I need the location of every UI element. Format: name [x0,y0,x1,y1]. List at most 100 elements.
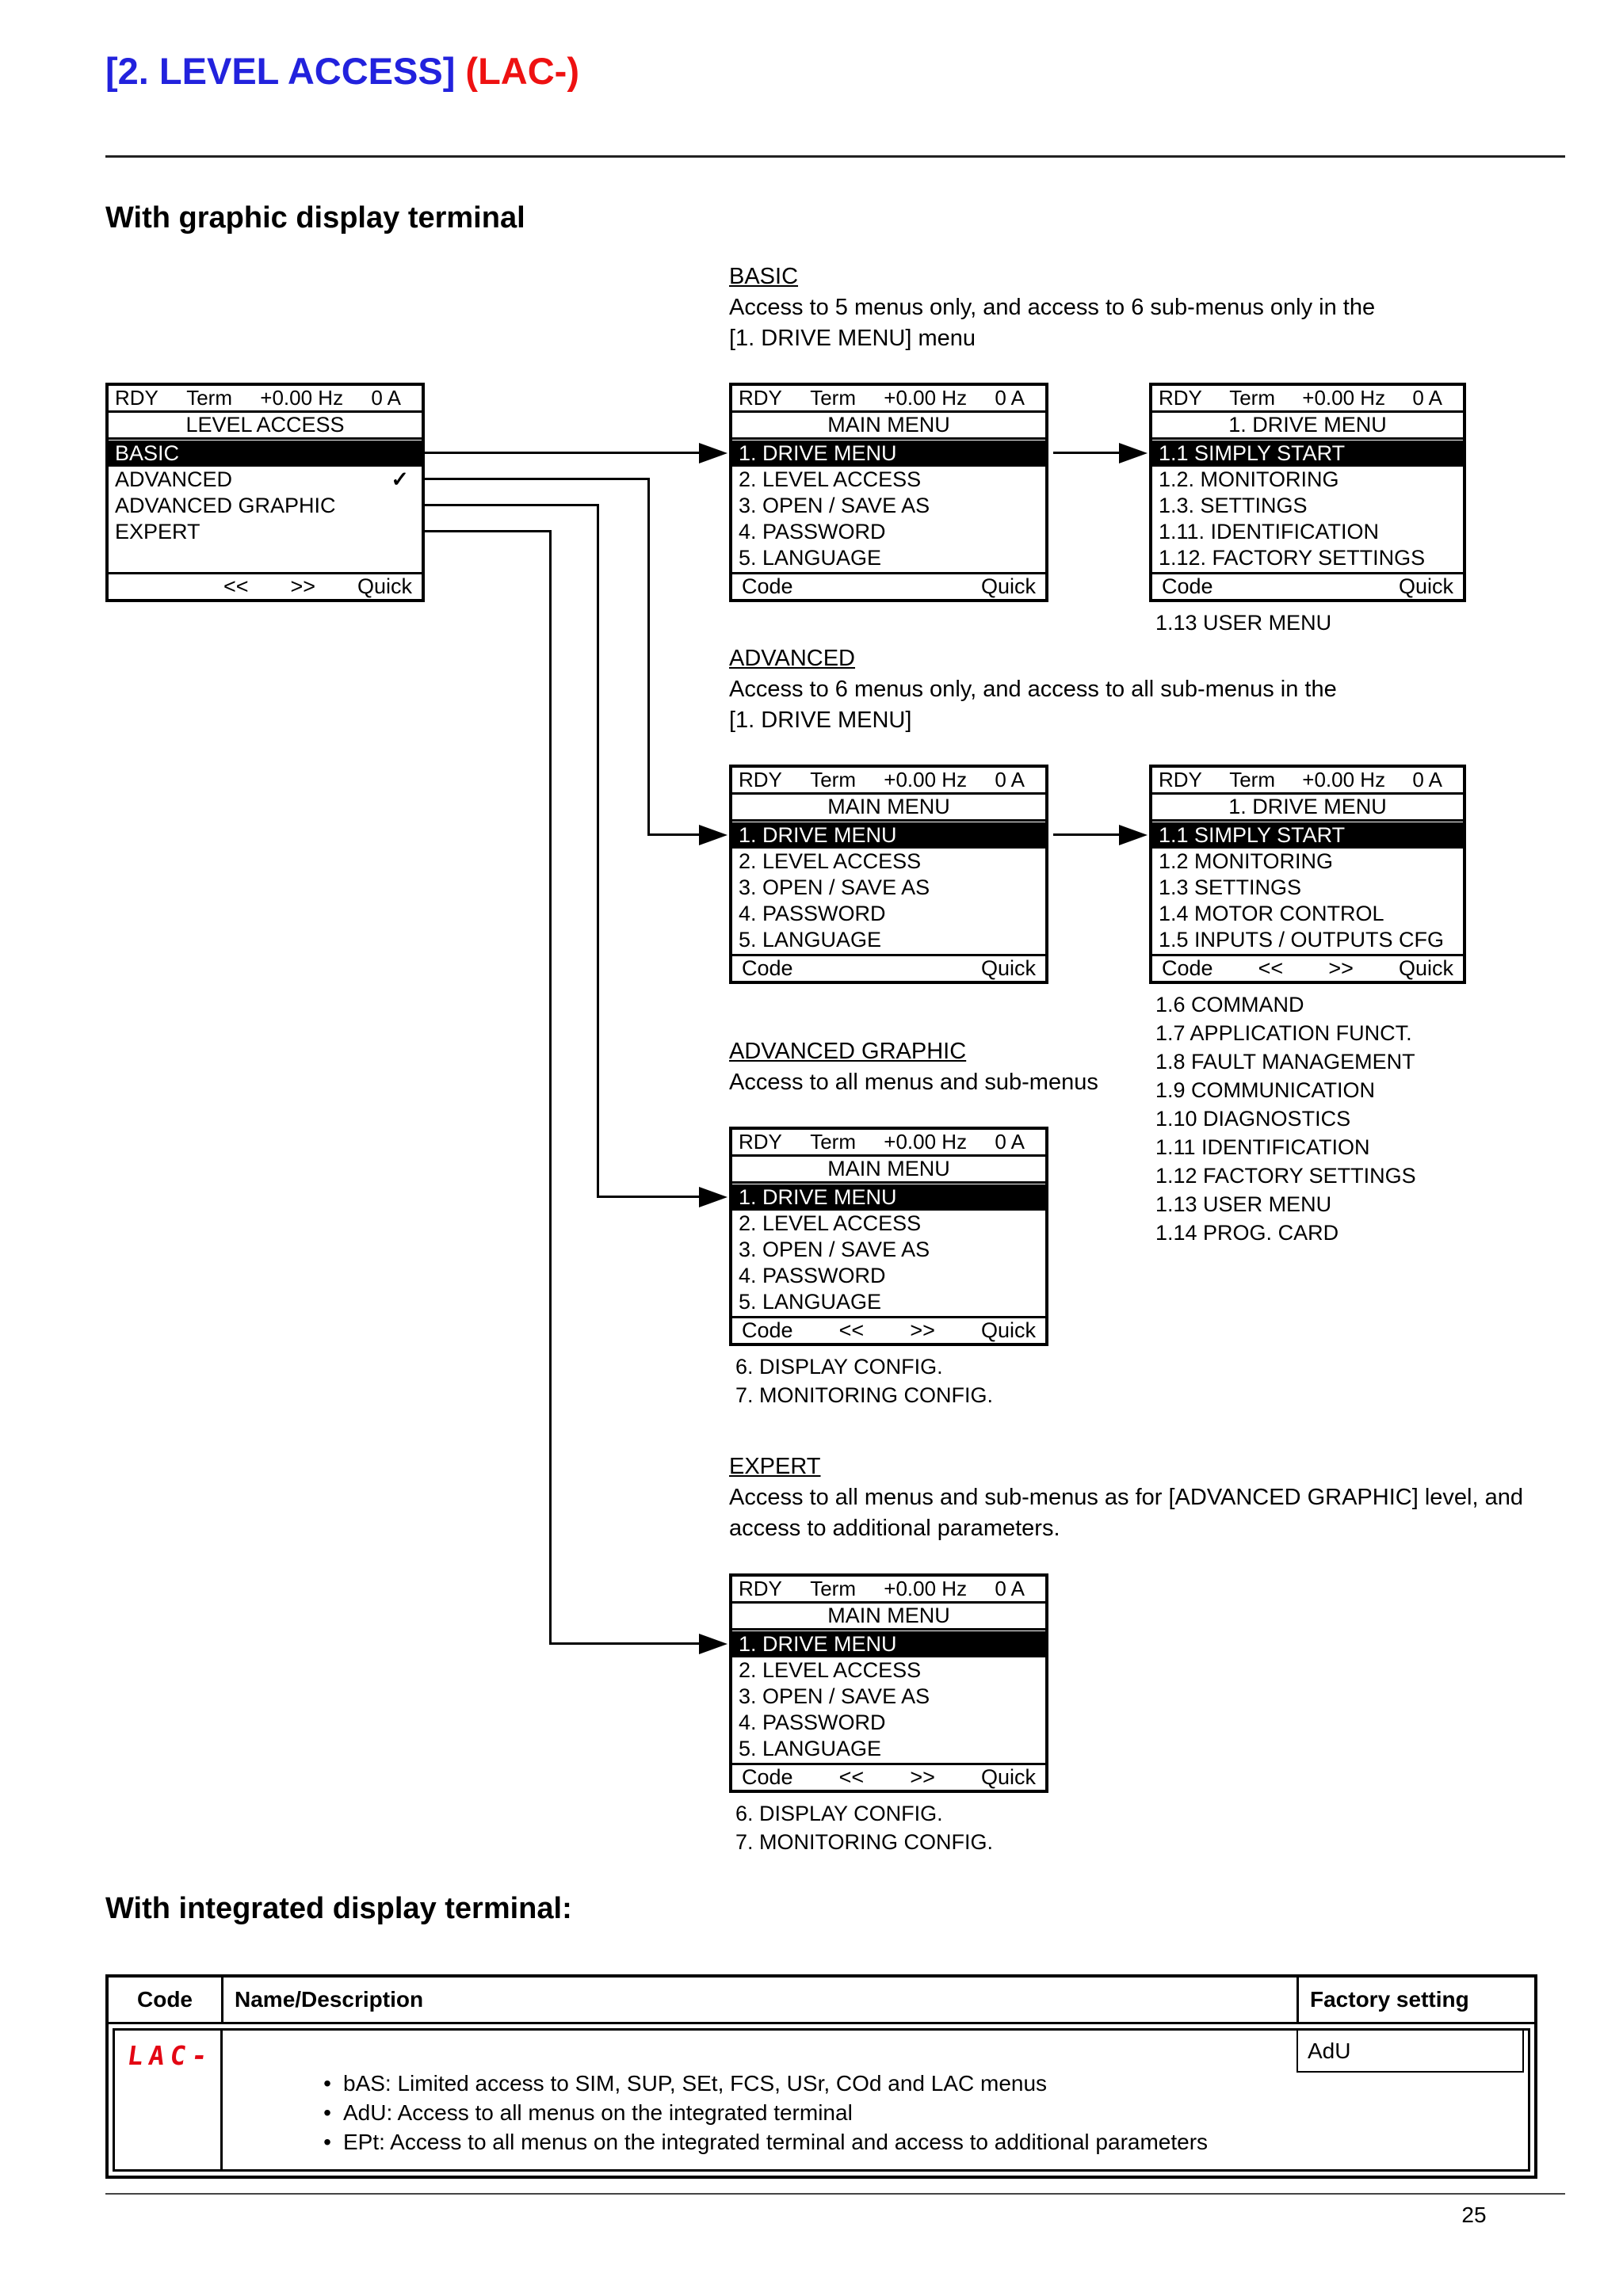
lcd-softkey: << [838,1318,865,1342]
lcd-menu-item: 1.5 INPUTS / OUTPUTS CFG [1152,927,1463,953]
arrowhead-advanced-drive [1119,825,1148,845]
lcd-status-field: RDY [739,386,782,410]
lcd-menu-item: 1.3. SETTINGS [1152,493,1463,519]
connector-expert-vertical [549,530,552,1644]
lcd-menu-item-label: 1.3. SETTINGS [1159,494,1308,517]
expert-level-description: EXPERT Access to all menus and sub-menus… [729,1451,1523,1544]
lcd-softkey-bar: Code<<>>Quick [732,1316,1045,1343]
lcd-menu-item: 1.4 MOTOR CONTROL [1152,901,1463,927]
checkmark-icon: ✓ [391,467,409,491]
lcd-menu-item: 1.11. IDENTIFICATION [1152,519,1463,545]
option-ept: •EPt: Access to all menus on the integra… [311,2127,1208,2157]
lcd-screen-title: LEVEL ACCESS [109,413,422,440]
lcd-status-field: Term [810,386,856,410]
lcd-softkey: Code [742,956,793,980]
lcd-menu-item: 4. PASSWORD [732,1263,1045,1289]
lcd-menu-item-label: 1. DRIVE MENU [739,1632,897,1656]
lcd-status-field: 0 A [1412,386,1442,410]
connector-basic-line [425,452,699,454]
lcd-status-field: +0.00 Hz [1302,768,1386,791]
connector-advanced-drive-line [1053,833,1121,836]
basic-heading: BASIC [729,264,799,289]
lcd-submenu-list: 1.13 USER MENU [1149,608,1466,637]
lcd-status-field: RDY [739,1130,782,1154]
lcd-submenu-line: 7. MONITORING CONFIG. [735,1383,994,1407]
option-bas: •bAS: Limited access to SIM, SUP, SEt, F… [311,2069,1208,2098]
lcd-menu-item: EXPERT [109,519,422,545]
lcd-status-field: Term [810,768,856,791]
title-divider [105,155,1565,158]
lcd-screen-title: 1. DRIVE MENU [1152,795,1463,822]
lcd-menu-item-label: EXPERT [115,520,200,543]
lcd-softkey: Quick [357,574,412,598]
lcd-menu-item: 2. LEVEL ACCESS [732,849,1045,875]
lcd-menu-item: 1.1 SIMPLY START [1152,441,1463,467]
advanced-graphic-level-description: ADVANCED GRAPHIC Access to all menus and… [729,1036,1098,1098]
lcd-menu-item: 1. DRIVE MENU [732,441,1045,467]
lcd-menu-item-label: 1.4 MOTOR CONTROL [1159,902,1384,925]
lcd-submenu-line: 6. DISPLAY CONFIG. [735,1355,943,1379]
advanced-graphic-desc-line1: Access to all menus and sub-menus [729,1070,1098,1095]
lcd-screen-title: MAIN MENU [732,413,1045,440]
factory-setting-value: AdU [1308,2038,1351,2063]
lcd-screen-title: MAIN MENU [732,795,1045,822]
lcd-status-field: Term [810,1577,856,1600]
lcd-softkey: Quick [980,1318,1036,1342]
lcd-softkey-bar: Code<<>>Quick [732,1763,1045,1790]
lcd-softkey: Code [742,574,793,598]
lcd-menu-item: 1. DRIVE MENU [732,1631,1045,1657]
lcd-menu-item-label: ADVANCED [115,467,233,491]
lcd-menu-item: 3. OPEN / SAVE AS [732,1684,1045,1710]
footer-divider [105,2193,1565,2195]
lcd-status-field: 0 A [995,386,1025,410]
page-title-code: (LAC-) [465,50,579,92]
lcd-softkey: >> [910,1765,935,1789]
lcd-menu-item-label: 3. OPEN / SAVE AS [739,494,930,517]
lcd-menu-item: 5. LANGUAGE [732,927,1045,953]
lcd-menu-item: 2. LEVEL ACCESS [732,467,1045,493]
lcd-submenu-line: 1.13 USER MENU [1155,611,1332,635]
lcd-softkey: Code [1162,574,1213,598]
lcd-submenu-line: 6. DISPLAY CONFIG. [735,1802,943,1825]
lcd-status-field: +0.00 Hz [1302,386,1386,410]
lcd-menu-item-label: 4. PASSWORD [739,902,886,925]
expert-desc-line2: access to additional parameters. [729,1516,1060,1541]
parameter-table-header: Code Name/Description Factory setting [109,1978,1534,2024]
lcd-menu-item: ADVANCED ✓ [109,467,422,493]
connector-advanced-graphic-vertical [597,504,599,1197]
lcd-softkey: Code [742,1318,793,1342]
lcd-menu-item-label: BASIC [115,441,180,465]
lcd-status-field: +0.00 Hz [260,386,344,410]
lcd-screen-title: MAIN MENU [732,1157,1045,1184]
lcd-softkey: >> [290,574,315,598]
lcd-status-field: RDY [1159,386,1202,410]
connector-expert-stub [425,530,552,532]
lcd-status-field: RDY [739,768,782,791]
connector-basic-drive-line [1053,452,1121,454]
lcd-menu-item: 3. OPEN / SAVE AS [732,875,1045,901]
bullet-icon: • [323,2100,331,2125]
lcd-status-field: 0 A [1412,768,1442,791]
lcd-menu-item: 2. LEVEL ACCESS [732,1211,1045,1237]
lcd-menu-item: 1. DRIVE MENU [732,822,1045,849]
expert-heading: EXPERT [729,1454,821,1479]
parameter-table-body: LAC- AdU •bAS: Limited access to SIM, SU… [113,2028,1530,2172]
factory-setting-value-cell: AdU [1296,2031,1524,2073]
lcd-submenu-line: 1.14 PROG. CARD [1155,1221,1339,1245]
lcd-menu-item-label: 1.2 MONITORING [1159,849,1334,873]
lcd-menu-item: BASIC [109,441,422,467]
bullet-icon: • [323,2130,331,2154]
